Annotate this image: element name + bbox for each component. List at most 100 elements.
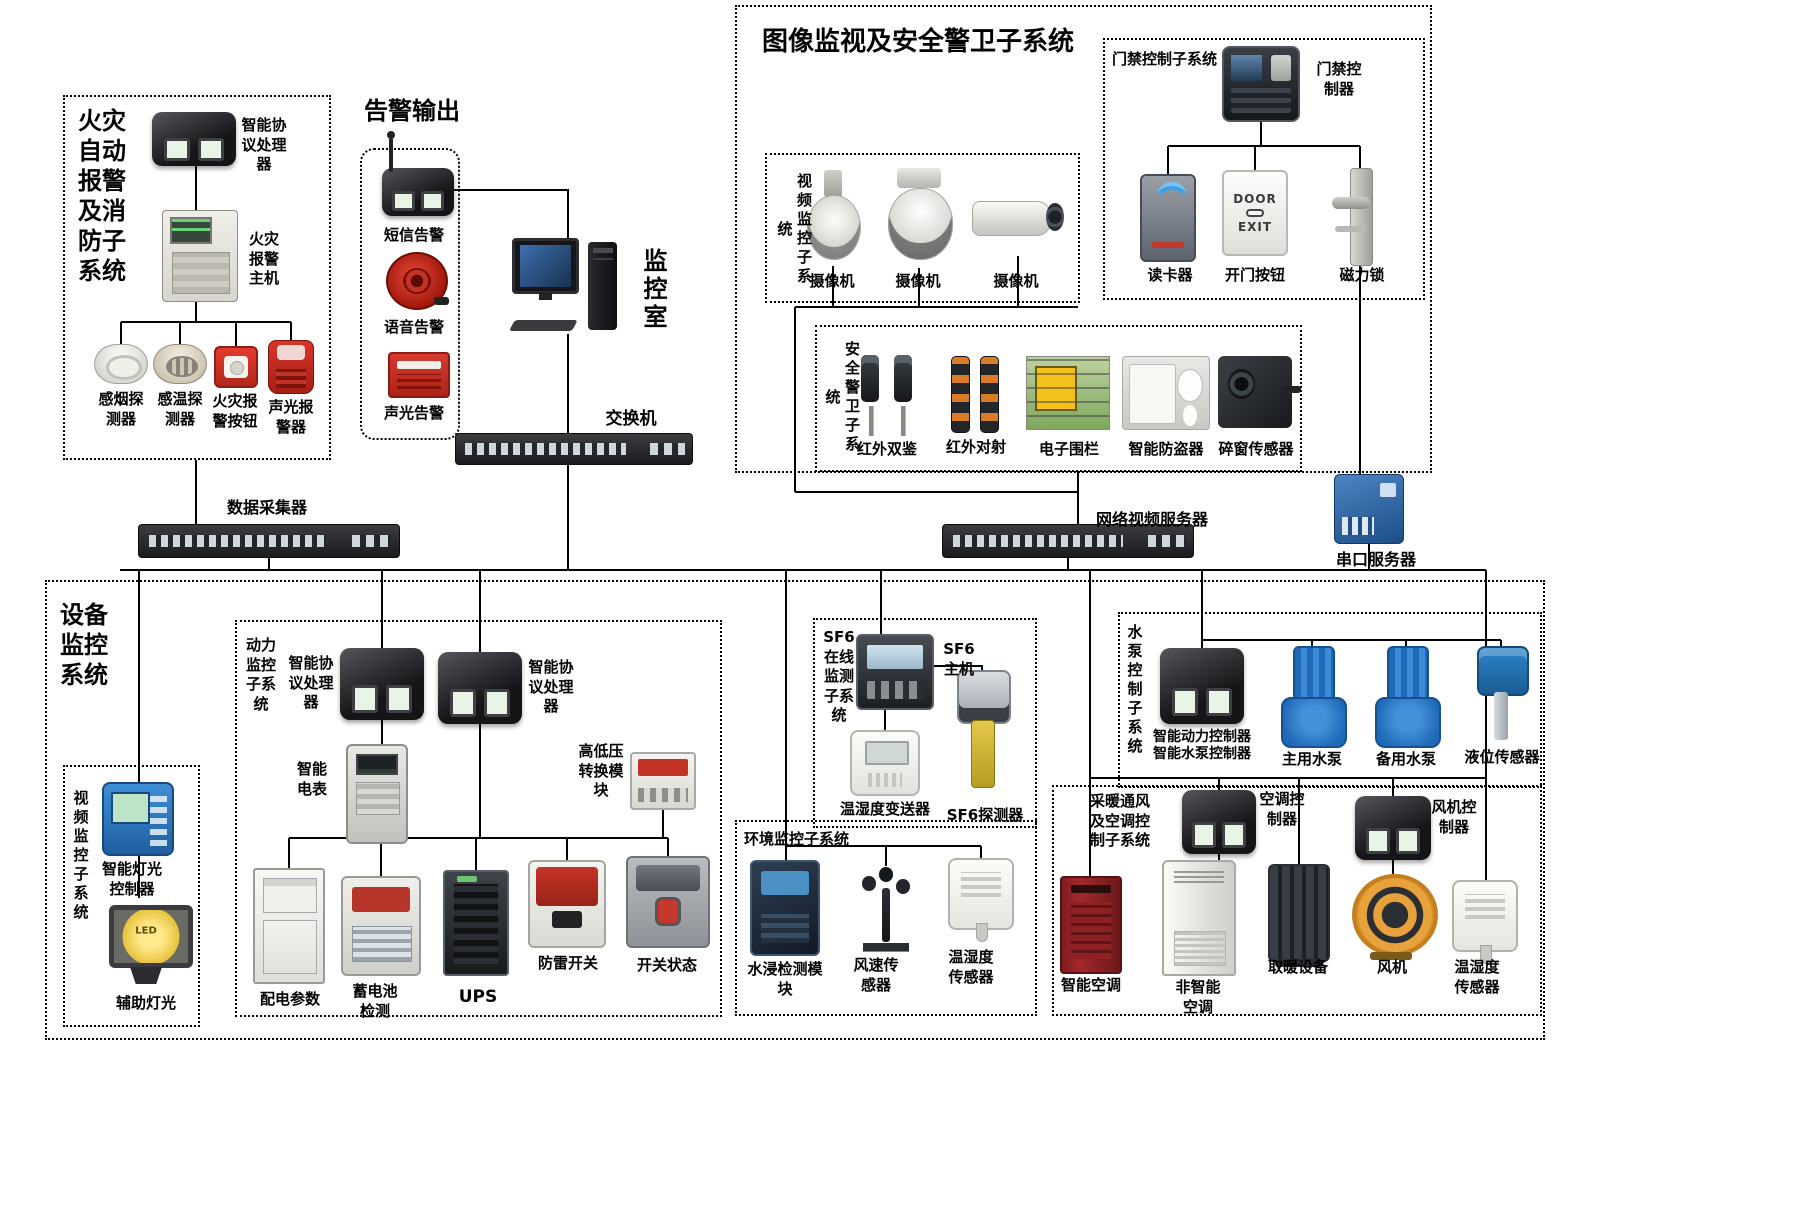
alarm-output-title: 告警输出 <box>364 97 460 125</box>
magnetic-lock-label: 磁力锁 <box>1339 266 1385 284</box>
sf6-host-image <box>856 634 934 710</box>
pump-controller-image <box>1160 648 1244 724</box>
fire-processor-label: 智能协议处理器 <box>241 116 287 173</box>
key-icon <box>1246 209 1264 217</box>
wind-sensor-image <box>850 866 922 952</box>
power-processor-b-label: 智能协议处理器 <box>528 658 574 715</box>
window-sensor-label: 碎窗传感器 <box>1218 440 1294 458</box>
lightning-label: 防雷开关 <box>537 954 598 972</box>
fence-label: 电子围栏 <box>1038 440 1099 458</box>
alarm-output-box <box>360 148 460 440</box>
ir-beam-label: 红外对射 <box>945 438 1006 456</box>
antenna-icon <box>387 131 396 172</box>
window-break-sensor-image <box>1218 356 1301 428</box>
network-video-server-image <box>942 524 1194 558</box>
nvr-label: 网络视频服务器 <box>1095 510 1208 529</box>
sms-alarm-image <box>382 131 454 216</box>
pump-ctrl-label-1: 智能动力控制器 <box>1153 729 1251 745</box>
ac-controller-image <box>1182 790 1256 854</box>
fire-protocol-processor-image <box>152 112 236 166</box>
th-transmitter-image <box>850 730 920 796</box>
equipment-title: 设备监控系统 <box>60 601 108 689</box>
dome-camera-image <box>804 170 862 266</box>
fingerprint-panel <box>1271 55 1291 82</box>
fan-image <box>1348 874 1438 960</box>
ir-dual-label: 红外双鉴 <box>856 440 917 458</box>
monitor-screen <box>512 238 580 300</box>
card-reader-label: 读卡器 <box>1147 266 1193 284</box>
water-module-label: 水浸检测模块 <box>747 960 823 998</box>
level-sensor-label: 液位传感器 <box>1464 748 1540 766</box>
video-surveillance-box <box>765 153 1080 303</box>
security-guard-box <box>815 325 1302 472</box>
monitor-room-computer-image <box>509 238 624 334</box>
smoke-detector-image <box>94 344 148 384</box>
data-collector-image <box>138 524 400 558</box>
pump-ctrl-label-2: 智能水泵控制器 <box>1153 746 1251 762</box>
fire-button-label: 火灾报警按钮 <box>212 392 258 430</box>
anti-theft-kit-image <box>1122 356 1210 430</box>
power-protocol-processor-b-image <box>438 652 522 724</box>
heater-image <box>1268 864 1330 967</box>
video-top-title: 视频监控子系统 <box>775 173 814 287</box>
lightning-switch-image <box>528 860 606 948</box>
level-sensor-image <box>1470 646 1532 742</box>
fire-subsystem-title: 火灾自动报警及消防子系统 <box>78 107 126 285</box>
hilo-voltage-module-image <box>630 752 696 810</box>
th-transmitter-label: 温湿度变送器 <box>839 800 930 818</box>
main-pump-label: 主用水泵 <box>1281 750 1342 768</box>
camera-1-label: 摄像机 <box>809 272 855 290</box>
ir-dual-detector-image <box>854 352 920 436</box>
surveillance-title: 图像监视及安全警卫子系统 <box>762 27 1075 57</box>
smart-ac-image <box>1060 876 1122 974</box>
video-bottom-box <box>63 765 200 1027</box>
plain-ac-image <box>1162 860 1236 976</box>
water-detect-module-image <box>750 860 820 956</box>
hvac-box <box>1052 785 1542 1016</box>
exit-text: EXIT <box>1237 220 1273 234</box>
access-controller-image <box>1222 46 1300 122</box>
th-sensor-env-label: 温湿度传感器 <box>948 948 994 986</box>
aux-led-light-image: LED <box>106 898 193 984</box>
ir-beam-image <box>946 356 1004 436</box>
ac-controller-label: 空调控制器 <box>1259 790 1305 828</box>
sms-alarm-label: 短信告警 <box>383 226 444 244</box>
core-switch-label: 交换机 <box>605 409 657 429</box>
voice-alarm-label: 语音告警 <box>383 318 444 336</box>
temp-detector-label: 感温探测器 <box>157 390 203 428</box>
surveillance-box <box>735 5 1432 473</box>
access-box-title: 门禁控制子系统 <box>1112 50 1218 68</box>
temp-detector-image <box>153 344 207 384</box>
camera-2-label: 摄像机 <box>895 272 941 290</box>
card-reader-image <box>1140 174 1196 262</box>
anti-theft-label: 智能防盗器 <box>1128 440 1204 458</box>
switch-status-image <box>626 856 710 948</box>
core-switch-image <box>455 433 693 465</box>
main-pump-image <box>1278 646 1347 748</box>
door-text: DOOR <box>1233 192 1277 206</box>
light-controller-label: 智能灯光控制器 <box>101 860 162 898</box>
fire-alarm-button-image <box>214 346 258 388</box>
serial-server-label: 串口服务器 <box>1335 550 1416 569</box>
power-box-title: 动力监控子系统 <box>245 636 276 713</box>
backup-pump-image <box>1372 646 1441 748</box>
plain-ac-label: 非智能空调 <box>1175 978 1221 1016</box>
smart-light-controller-image <box>102 782 174 856</box>
backup-pump-label: 备用水泵 <box>1375 750 1436 768</box>
switch-status-label: 开关状态 <box>636 956 697 974</box>
sf6-detector-image <box>952 670 1012 796</box>
power-protocol-processor-a-image <box>340 648 424 720</box>
distribution-cabinet-image <box>253 868 325 984</box>
fire-alarm-host-image <box>162 210 238 302</box>
sf6-host-label: SF6主机 <box>943 640 975 678</box>
smart-meter-label: 智能电表 <box>296 760 327 798</box>
sound-light-alarm-image <box>388 352 450 398</box>
smart-ac-label: 智能空调 <box>1060 976 1121 994</box>
hvac-box-title: 采暖通风及空调控制子系统 <box>1089 792 1150 849</box>
pump-box-title: 水泵控制子系统 <box>1125 623 1144 757</box>
access-control-box <box>1103 38 1425 300</box>
monitor-room-label: 监控室 <box>639 248 667 332</box>
fire-host-label: 火灾报警主机 <box>248 230 279 287</box>
